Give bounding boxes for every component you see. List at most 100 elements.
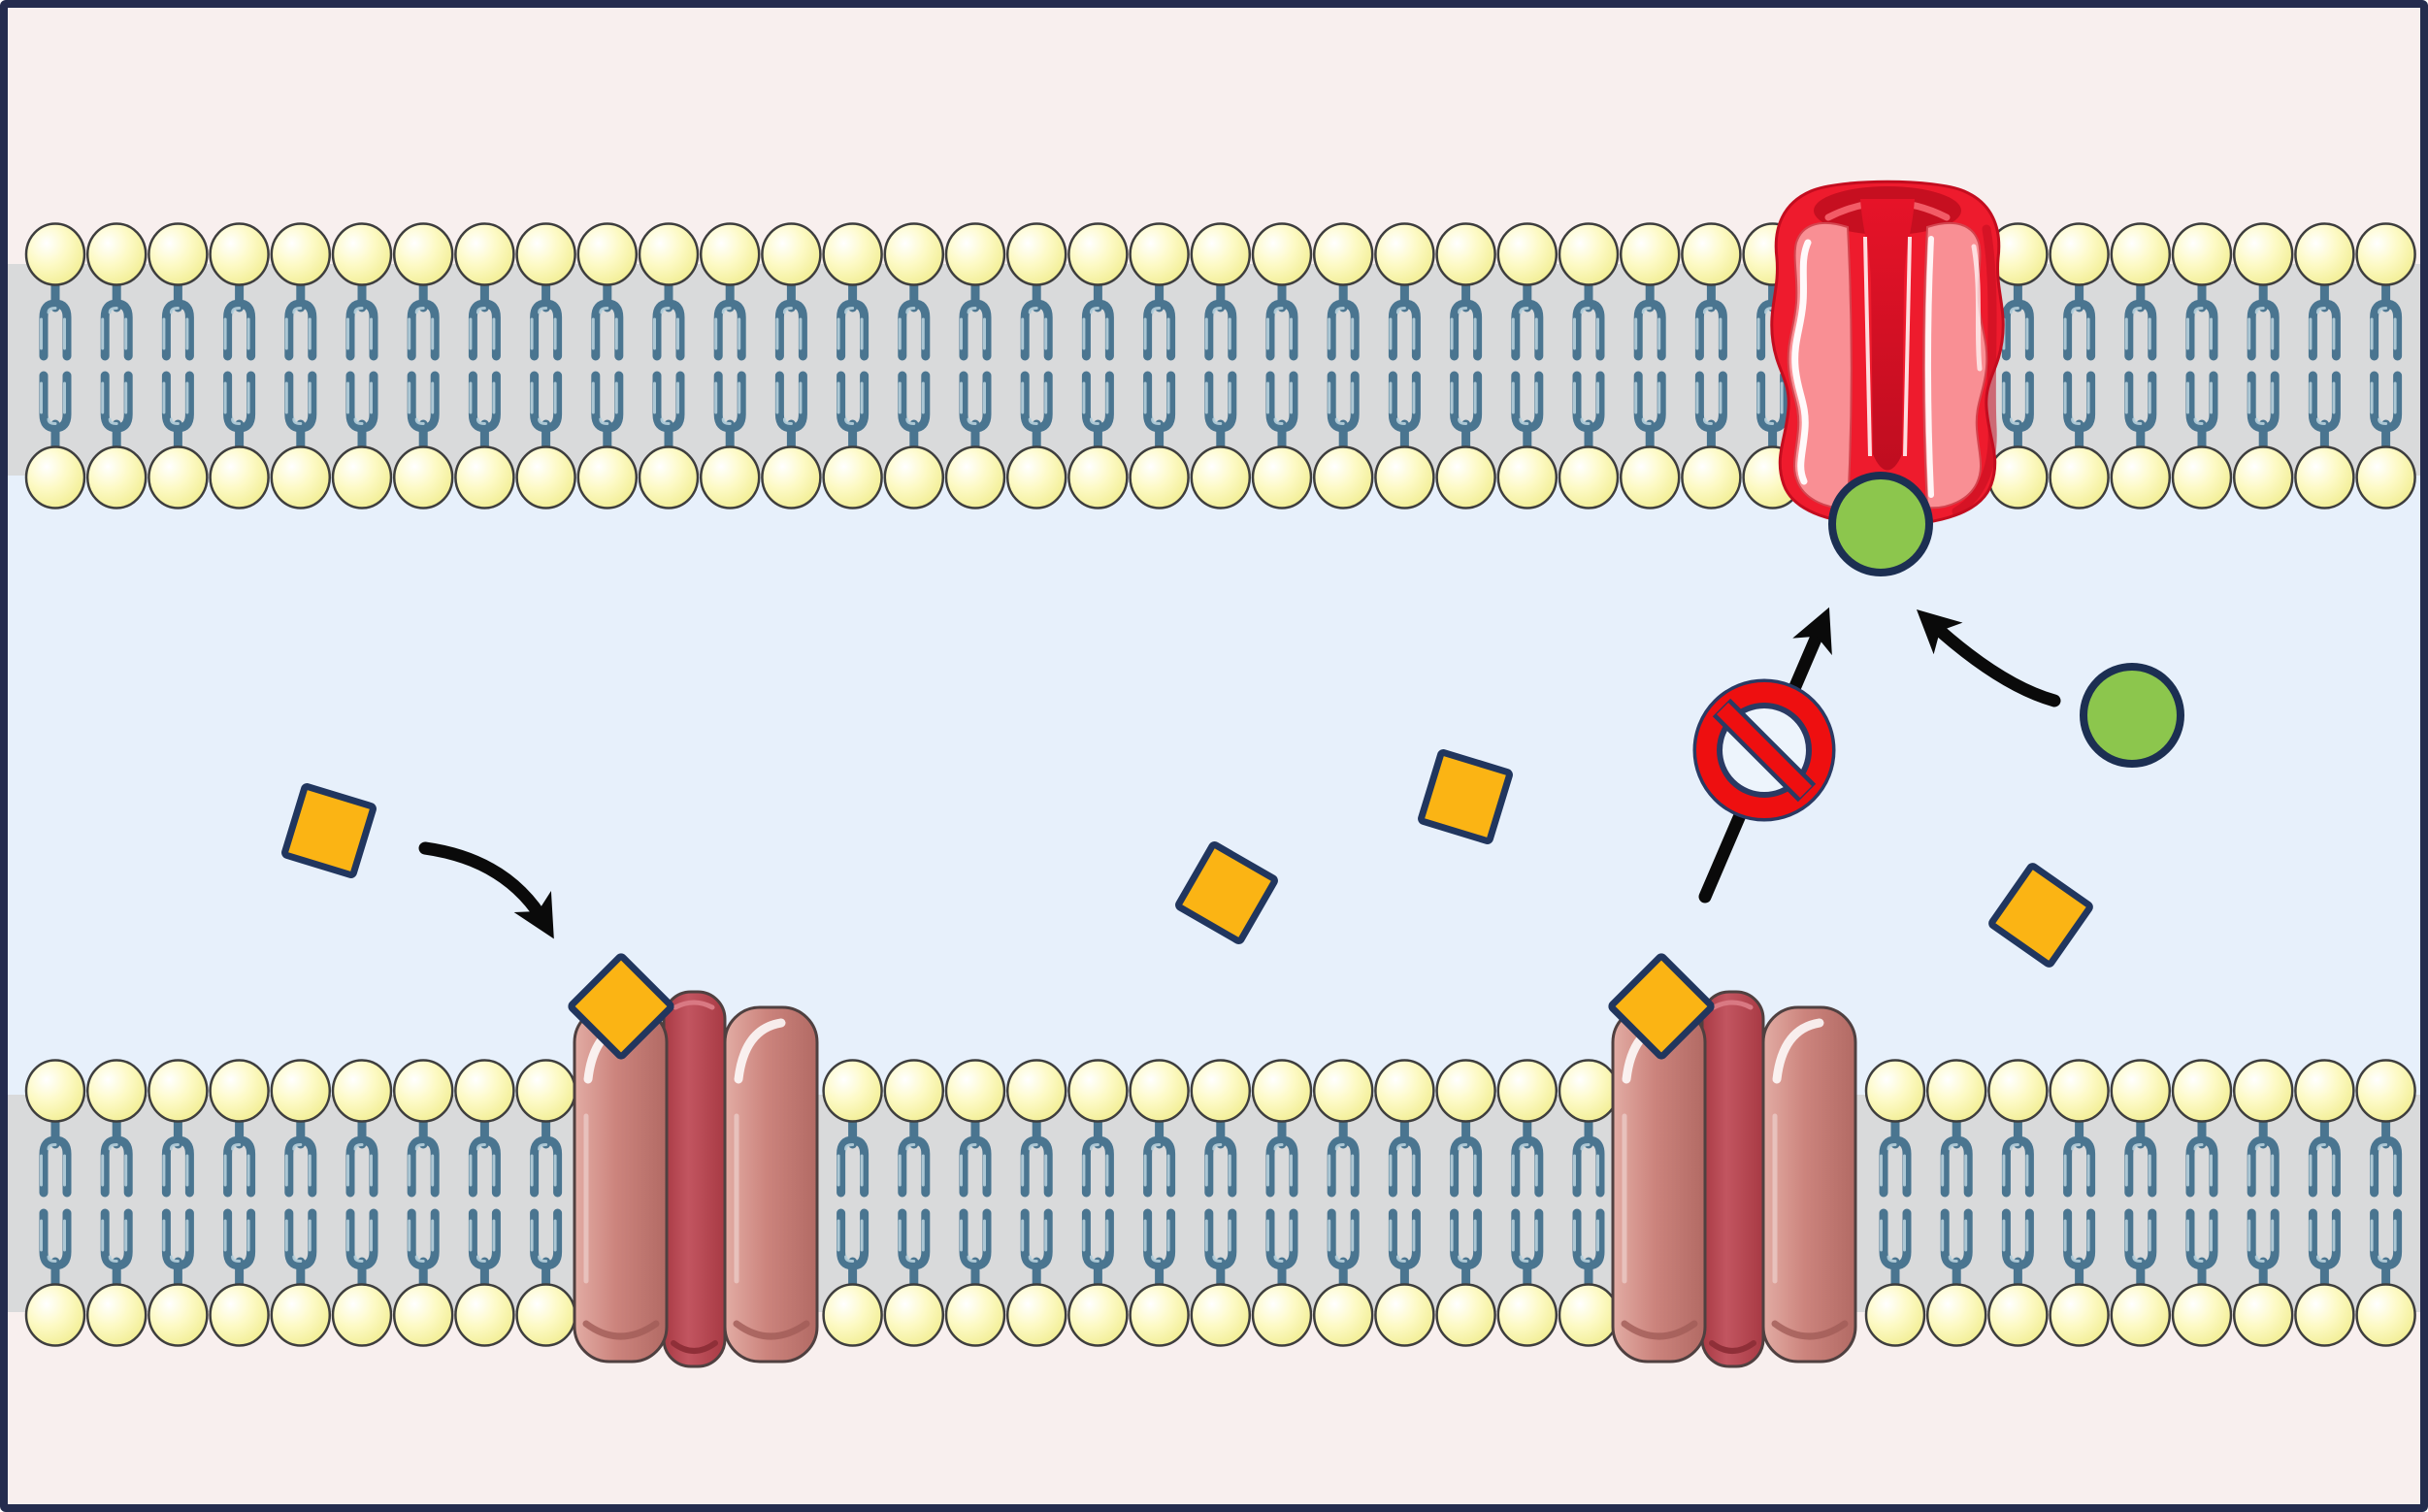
- lipid-head: [1374, 222, 1435, 286]
- top-membrane-leaflet: [24, 222, 2416, 357]
- lipid-head: [1558, 1283, 1620, 1347]
- region-extracellular-top: [8, 8, 2420, 264]
- lipid-head: [2232, 222, 2294, 286]
- lipid-head: [2171, 445, 2233, 509]
- lipid-head: [515, 222, 576, 286]
- lipid-head: [1190, 1283, 1252, 1347]
- bound-solute-circle: [1828, 472, 1933, 576]
- lipid-head: [883, 222, 945, 286]
- lipid-head: [1496, 445, 1559, 509]
- lipid-head: [392, 445, 454, 509]
- solute-diamond: [281, 783, 377, 878]
- lipid-head: [2232, 1059, 2294, 1123]
- subunit-highlight: [734, 1018, 786, 1084]
- lipid-head: [1558, 222, 1620, 286]
- lipid-head: [944, 222, 1006, 286]
- lipid-head: [1312, 1059, 1374, 1123]
- lipid-head: [1190, 222, 1252, 286]
- lipid-head: [2171, 1283, 2233, 1347]
- lipid-head: [1129, 222, 1190, 286]
- lipid-head: [1005, 1059, 1067, 1123]
- protein-lobe-right: [1922, 221, 1988, 509]
- lipid-head: [1251, 445, 1313, 509]
- lipid-head: [454, 1059, 515, 1123]
- region-cytoplasm: [8, 476, 2420, 1095]
- lipid-head: [2171, 1059, 2233, 1123]
- lipid-head: [822, 1059, 883, 1123]
- subunit-shading: [1709, 1340, 1756, 1354]
- lipid-head: [2294, 1059, 2355, 1123]
- lipid-head: [454, 222, 515, 286]
- lipid-head: [148, 445, 209, 509]
- lipid-head: [1987, 1059, 2049, 1123]
- lipid-head: [148, 222, 209, 286]
- lipid-head: [24, 445, 86, 509]
- lipid-head: [822, 222, 883, 286]
- region-membrane-core-top: [8, 264, 2420, 476]
- lipid-head: [1312, 1283, 1374, 1347]
- subunit-shading: [1771, 1320, 1849, 1340]
- lipid-head: [454, 1283, 515, 1347]
- lipid-head: [1558, 1059, 1620, 1123]
- lipid-head: [209, 1059, 270, 1123]
- lipid-head: [883, 1059, 945, 1123]
- lipid-head: [1190, 1059, 1252, 1123]
- pore-edge-highlight: [1903, 236, 1912, 457]
- lipid-head: [1190, 445, 1252, 509]
- lipid-head: [1251, 222, 1313, 286]
- lipid-head: [2232, 1283, 2294, 1347]
- bottom-membrane-leaflet: [24, 1059, 2416, 1194]
- lipid-head: [1067, 1059, 1129, 1123]
- lipid-head: [944, 1283, 1006, 1347]
- lipid-head: [1987, 1283, 2049, 1347]
- lipid-head: [761, 222, 822, 286]
- solute-diamond: [1418, 749, 1513, 844]
- lipid-head: [822, 445, 883, 509]
- lipid-head: [576, 445, 639, 509]
- bottom-membrane-leaflet: [24, 1213, 2416, 1347]
- carrier-protein-left: [573, 990, 819, 1368]
- lipid-head: [1067, 1283, 1129, 1347]
- lipid-head: [270, 1059, 332, 1123]
- lipid-head: [85, 222, 148, 286]
- subunit-highlight: [673, 1000, 715, 1010]
- carrier-subunit-right: [1761, 1005, 1857, 1364]
- no-entry-slash: [1716, 702, 1813, 799]
- lipid-head: [270, 445, 332, 509]
- lipid-head: [2294, 222, 2355, 286]
- lipid-head: [1129, 1059, 1190, 1123]
- lipid-head: [2355, 445, 2416, 509]
- lipid-head: [85, 1059, 148, 1123]
- lipid-head: [2355, 1283, 2416, 1347]
- region-membrane-core-bottom: [8, 1095, 2420, 1312]
- lipid-head: [761, 445, 822, 509]
- subunit-highlight: [1772, 1018, 1824, 1084]
- lipid-head: [515, 1283, 576, 1347]
- no-entry-ring: [1696, 682, 1832, 818]
- lipid-head: [2171, 222, 2233, 286]
- lipid-head: [1005, 445, 1067, 509]
- lipid-head: [1005, 1283, 1067, 1347]
- lipid-head: [576, 222, 639, 286]
- lipid-head: [944, 445, 1006, 509]
- solute-diamond: [1175, 841, 1278, 944]
- lipid-head: [883, 445, 945, 509]
- lipid-head: [331, 445, 393, 509]
- lipid-head: [85, 445, 148, 509]
- lipid-head: [209, 1283, 270, 1347]
- lipid-head: [270, 1283, 332, 1347]
- lobe-highlight: [1791, 239, 1812, 485]
- lipid-head: [392, 1283, 454, 1347]
- protein-pore: [1860, 199, 1915, 471]
- lipid-head: [1435, 1059, 1496, 1123]
- lipid-head: [1864, 1283, 1926, 1347]
- lipid-head: [1435, 222, 1496, 286]
- lobe-highlight: [1971, 244, 1983, 372]
- lipid-head: [1925, 1283, 1987, 1347]
- lipid-head: [1619, 445, 1681, 509]
- bottom-membrane: [24, 1059, 2416, 1347]
- subunit-highlight: [1711, 1000, 1754, 1010]
- lipid-head: [1987, 445, 2049, 509]
